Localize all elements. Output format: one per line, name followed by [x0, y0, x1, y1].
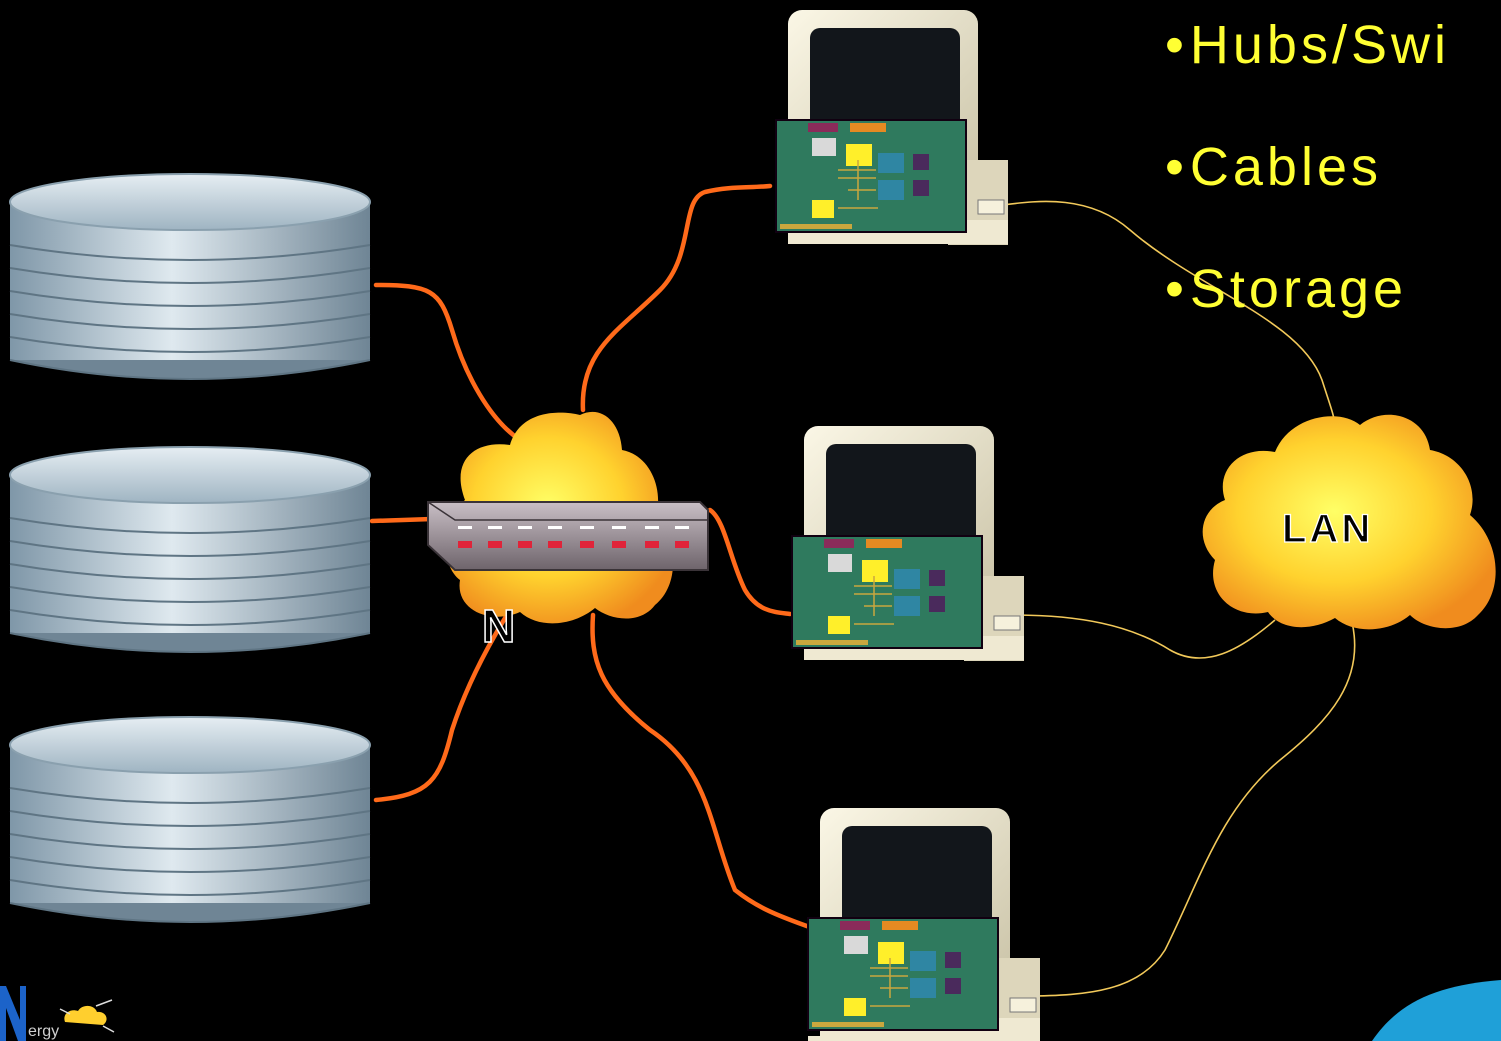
san-cloud-label: N [482, 600, 515, 652]
bullet-text: Cables [1189, 137, 1382, 197]
cable-switch-ws1 [580, 183, 773, 413]
bullet-marker: • [1165, 259, 1188, 319]
logo-text: ergy [28, 1023, 59, 1040]
disk-array-1 [9, 173, 371, 380]
cable-switch-ws2 [707, 507, 793, 617]
cable-disk2-switch [369, 516, 435, 524]
bullet-list: •Hubs/Swi •Cables •Storage [1165, 18, 1450, 384]
bullet-text: Hubs/Swi [1189, 15, 1450, 75]
corner-decoration [1372, 980, 1501, 1041]
cable-switch-ws3 [590, 612, 815, 931]
workstation-1 [775, 9, 1009, 246]
cable-disk3-switch [373, 607, 513, 803]
workstation-2 [791, 425, 1025, 662]
bullet-item-storage: •Storage [1165, 262, 1450, 324]
bullet-item-cables: •Cables [1165, 140, 1450, 202]
workstation-3 [807, 807, 1041, 1041]
lan-cable-ws1 [1002, 200, 1336, 426]
bullet-marker: • [1165, 137, 1188, 197]
lan-cloud [1202, 414, 1496, 630]
lan-cable-ws2 [1011, 614, 1276, 659]
lan-cable-ws3 [1024, 621, 1356, 997]
disk-array-3 [9, 716, 371, 923]
logo-cloud-icon [64, 1005, 107, 1025]
lan-cables [1002, 200, 1356, 997]
lan-cloud-label: LAN [1282, 507, 1373, 551]
bullet-item-hubs: •Hubs/Swi [1165, 18, 1450, 80]
cable-disk1-switch [373, 282, 523, 443]
bullet-marker: • [1165, 15, 1188, 75]
logo: ergy [0, 986, 115, 1041]
fibre-cables [369, 183, 815, 931]
fibre-switch [427, 501, 709, 571]
disk-array-2 [9, 446, 371, 653]
bullet-text: Storage [1189, 259, 1408, 319]
